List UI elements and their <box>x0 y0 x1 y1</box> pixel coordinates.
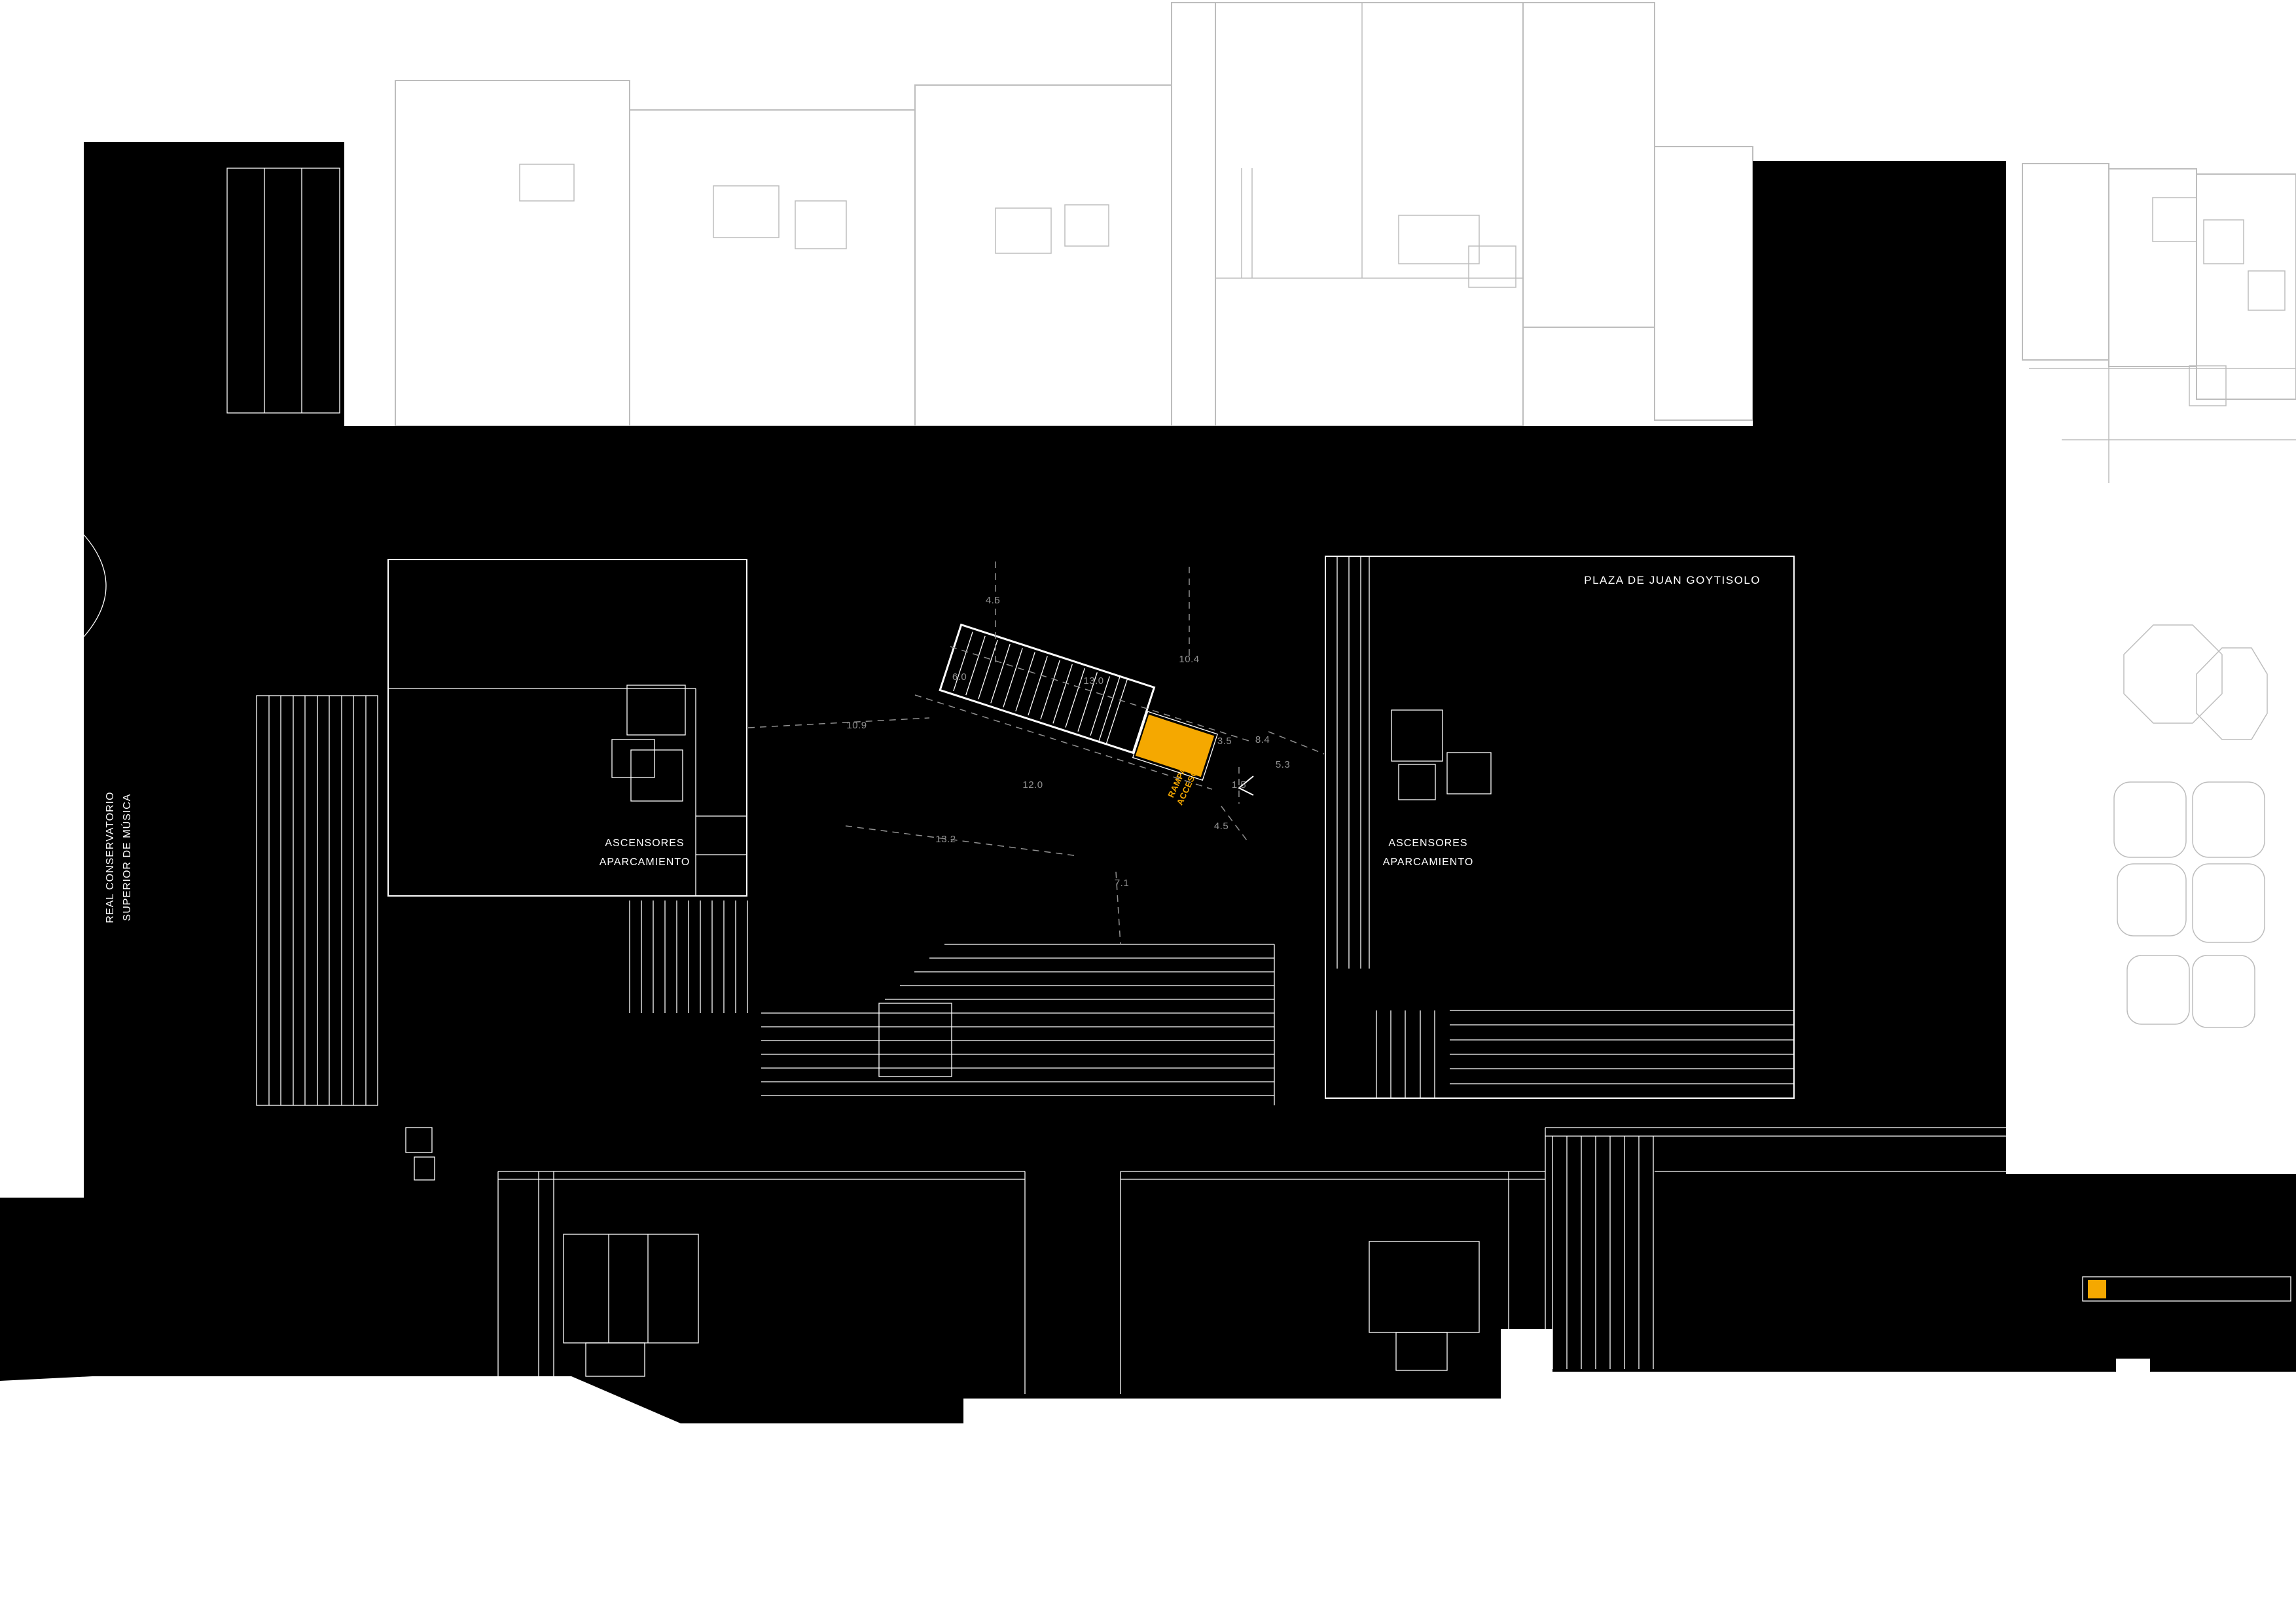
dimension-label: 13.2 <box>935 834 956 845</box>
dimension-labels: 4.5 10.4 6.0 13.0 10.9 3.5 8.4 5.3 12.0 … <box>846 595 1290 889</box>
dimension-label: 4.5 <box>986 595 1000 606</box>
parking-lobby-left: ASCENSORES APARCAMIENTO <box>387 559 747 897</box>
ascensores-right-label-line1: ASCENSORES <box>1388 838 1467 849</box>
plaza-platform-right: ASCENSORES APARCAMIENTO <box>1325 556 1795 1099</box>
dimension-label: 8.4 <box>1255 734 1270 745</box>
dimension-label: 3.5 <box>1217 736 1232 747</box>
plaza-title-label: PLAZA DE JUAN GOYTISOLO <box>1584 574 1761 586</box>
dimension-lines <box>747 562 1325 946</box>
dimension-label: 7.1 <box>1115 878 1129 889</box>
ramp-access-outline <box>1132 711 1218 781</box>
amphitheatre-steps <box>761 944 1275 1105</box>
dimension-label: 10.9 <box>846 720 867 731</box>
building-footprint-bottom-center <box>1120 1128 1546 1394</box>
stair-element-top-left <box>226 168 340 414</box>
strip-element-bottom-right <box>2082 1276 2291 1302</box>
orange-marker <box>2088 1280 2106 1298</box>
conservatorio-label: REAL CONSERVATORIO SUPERIOR DE MÚSICA <box>105 791 133 923</box>
dimension-label: 12.0 <box>1022 779 1043 791</box>
ascensores-right-label-line2: APARCAMIENTO <box>1383 857 1474 868</box>
curved-kerb-line <box>83 534 107 637</box>
ramp-tread-hatch <box>953 632 1128 745</box>
dimension-label: 6.0 <box>952 671 967 683</box>
dimension-label: 1.5 <box>1232 779 1246 791</box>
building-footprint-bottom-left <box>497 1171 1026 1394</box>
plaza-black-mass <box>0 142 2296 1423</box>
conservatorio-label-line1: REAL CONSERVATORIO <box>105 791 116 923</box>
access-ramp <box>939 623 1218 781</box>
dimension-label: 5.3 <box>1276 759 1290 770</box>
stair-band-left <box>256 695 378 1106</box>
paving-lines-bottom-right <box>1545 1127 2006 1369</box>
dimension-label: 10.4 <box>1179 654 1199 665</box>
conservatorio-label-line2: SUPERIOR DE MÚSICA <box>120 794 133 921</box>
ramp-access-highlight <box>1135 714 1215 777</box>
direction-chevron-icon <box>1238 776 1254 796</box>
ascensores-left-label-line2: APARCAMIENTO <box>600 857 691 868</box>
ascensores-left-label-line1: ASCENSORES <box>605 838 684 849</box>
service-boxes-left <box>405 1127 435 1181</box>
dimension-label: 13.0 <box>1083 675 1103 687</box>
stair-band-center-left <box>629 901 748 1013</box>
dimension-label: 4.5 <box>1214 821 1229 832</box>
context-buildings-right <box>2022 163 2296 483</box>
context-street-furniture-right <box>2113 624 2268 1028</box>
